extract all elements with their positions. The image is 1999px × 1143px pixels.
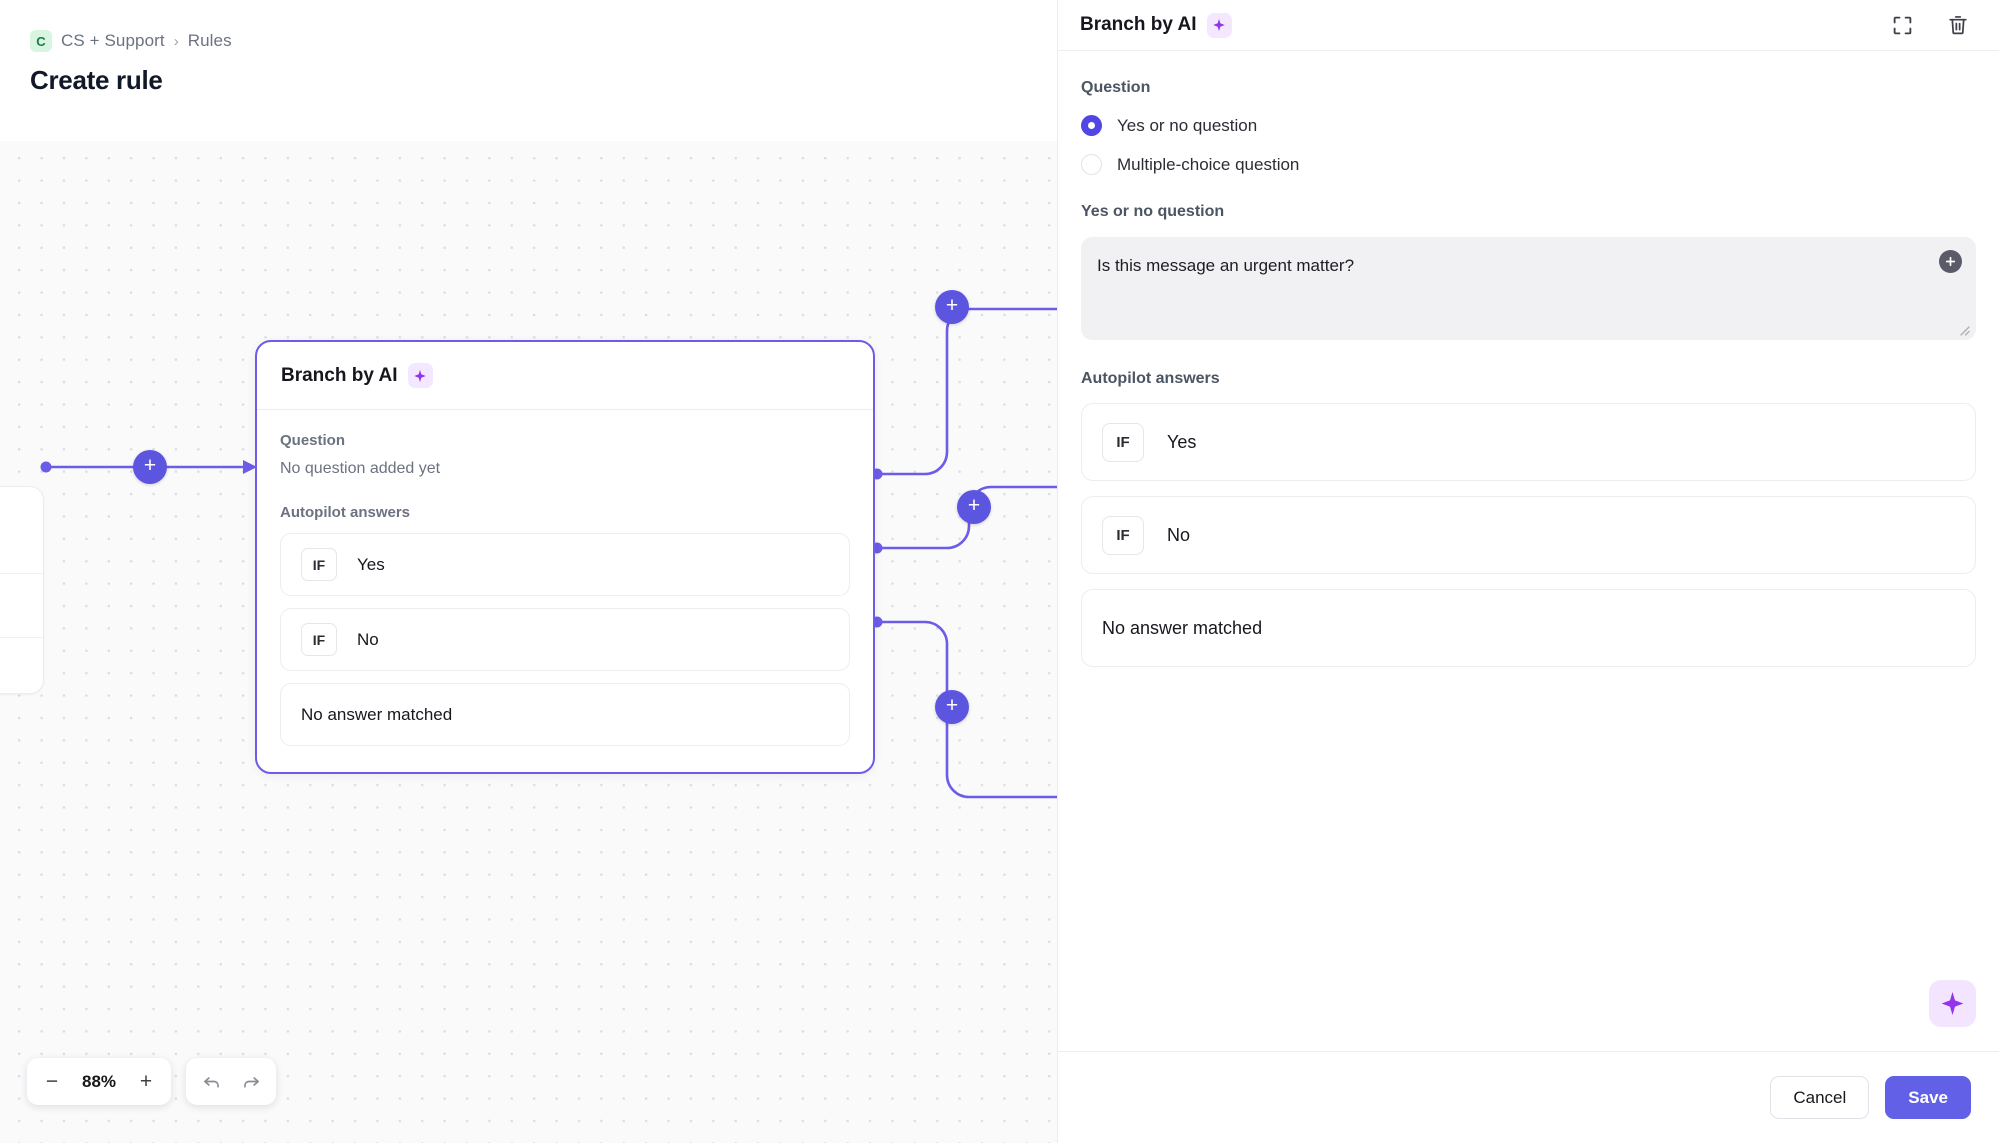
insert-variable-icon[interactable] (1939, 250, 1962, 273)
if-chip: IF (301, 548, 337, 581)
panel-header: Branch by AI (1058, 0, 1999, 51)
radio-label: Yes or no question (1117, 115, 1258, 135)
zoom-controls: − 88% + (27, 1058, 171, 1105)
fallback-label: No answer matched (1102, 617, 1263, 638)
workspace-badge: C (30, 30, 52, 52)
answer-label: No (1167, 524, 1191, 545)
top-bar: C CS + Support › Rules Create rule (0, 0, 1057, 141)
ai-sparkle-icon (1206, 12, 1232, 38)
if-chip: IF (1102, 515, 1144, 555)
page-title: Create rule (30, 65, 163, 95)
ai-assistant-button[interactable] (1929, 980, 1976, 1027)
save-button[interactable]: Save (1885, 1076, 1971, 1119)
if-chip: IF (301, 623, 337, 656)
yes-no-question-label: Yes or no question (1081, 203, 1225, 220)
node-fallback-label: No answer matched (301, 704, 453, 724)
branch-by-ai-node[interactable]: Branch by AI Question No question added … (255, 340, 875, 774)
panel-body: Question Yes or no question Multiple-cho… (1058, 51, 1999, 1051)
autopilot-answers-label: Autopilot answers (1081, 370, 1220, 387)
expand-icon[interactable] (1889, 12, 1915, 38)
node-answer-label: Yes (357, 554, 385, 574)
panel-footer: Cancel Save (1058, 1051, 1999, 1143)
panel-title: Branch by AI (1080, 14, 1197, 35)
properties-panel: Branch by AI (1057, 0, 1999, 1143)
radio-yes-no-question[interactable]: Yes or no question (1081, 115, 1976, 136)
node-question-label: Question (280, 432, 346, 449)
add-step-button-yes[interactable]: + (935, 290, 969, 324)
zoom-in-button[interactable]: + (139, 1069, 153, 1093)
radio-label: Multiple-choice question (1117, 154, 1300, 174)
node-answers-label: Autopilot answers (280, 504, 411, 521)
zoom-level-value: 88% (81, 1071, 117, 1091)
node-fallback-row[interactable]: No answer matched (280, 683, 850, 746)
answer-card-fallback[interactable]: No answer matched (1081, 589, 1976, 667)
answer-label: Yes (1167, 431, 1197, 452)
add-step-button-no[interactable]: + (957, 490, 991, 524)
redo-icon[interactable] (236, 1067, 266, 1097)
breadcrumb: C CS + Support › Rules (30, 30, 1057, 52)
history-controls (186, 1058, 276, 1105)
previous-node-partial[interactable] (0, 486, 44, 694)
add-step-button-incoming[interactable]: + (133, 450, 167, 484)
node-body: Question No question added yet Autopilot… (257, 410, 873, 772)
flow-canvas[interactable]: Branch by AI Question No question added … (0, 141, 1057, 1143)
question-textarea[interactable]: Is this message an urgent matter? (1081, 237, 1976, 340)
node-answer-label: No (357, 629, 379, 649)
panel-actions (1889, 12, 1971, 38)
question-type-label: Question (1081, 79, 1151, 96)
question-textarea-value: Is this message an urgent matter? (1097, 256, 1355, 275)
delete-icon[interactable] (1945, 12, 1971, 38)
radio-multiple-choice-question[interactable]: Multiple-choice question (1081, 154, 1976, 175)
breadcrumb-separator-icon: › (173, 32, 179, 50)
ai-sparkle-icon (1941, 992, 1964, 1015)
resize-handle-icon[interactable] (1956, 322, 1970, 336)
breadcrumb-rules[interactable]: Rules (187, 31, 232, 50)
zoom-out-button[interactable]: − (45, 1069, 59, 1093)
add-step-button-fallback[interactable]: + (935, 690, 969, 724)
cancel-button[interactable]: Cancel (1770, 1076, 1870, 1119)
node-title: Branch by AI (281, 364, 398, 386)
undo-icon[interactable] (196, 1067, 226, 1097)
node-header: Branch by AI (257, 342, 873, 410)
radio-icon-selected[interactable] (1081, 115, 1102, 136)
answer-card-yes[interactable]: IF Yes (1081, 403, 1976, 481)
node-answer-no[interactable]: IF No (280, 608, 850, 671)
ai-sparkle-icon (407, 363, 433, 388)
node-question-value: No question added yet (280, 460, 441, 477)
canvas-side: C CS + Support › Rules Create rule (0, 0, 1057, 1143)
node-answer-yes[interactable]: IF Yes (280, 533, 850, 596)
if-chip: IF (1102, 422, 1144, 462)
breadcrumb-workspace[interactable]: CS + Support (61, 31, 165, 50)
radio-icon-unselected[interactable] (1081, 154, 1102, 175)
answer-card-no[interactable]: IF No (1081, 496, 1976, 574)
